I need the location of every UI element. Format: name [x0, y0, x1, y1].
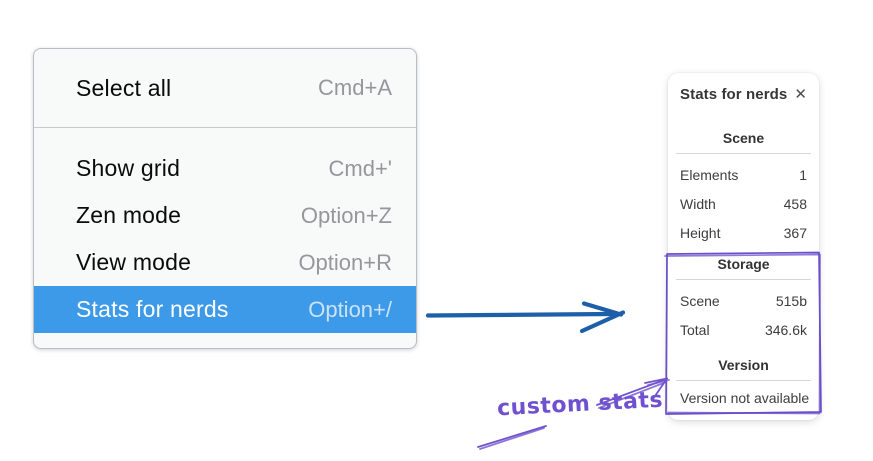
annotation-custom-stats-label: custom stats	[496, 387, 664, 422]
close-button[interactable]: ✕	[794, 87, 807, 102]
menu-item-shortcut: Cmd+A	[318, 75, 392, 100]
stat-label: Height	[680, 225, 721, 241]
stat-label: Total	[680, 322, 710, 338]
menu-item-show-grid[interactable]: Show grid Cmd+'	[34, 145, 416, 192]
stat-label: Width	[680, 196, 716, 212]
stats-panel: Stats for nerds ✕ Scene Elements 1 Width…	[668, 73, 819, 420]
stat-row-total-size: Total 346.6k	[680, 322, 807, 338]
menu-item-label: View mode	[76, 249, 192, 275]
menu-item-label: Show grid	[76, 155, 181, 181]
close-icon: ✕	[794, 85, 807, 103]
menu-item-label: Select all	[76, 74, 172, 101]
menu-item-shortcut: Option+/	[308, 296, 392, 322]
section-header-scene: Scene	[722, 130, 765, 146]
stat-row-height: Height 367	[680, 225, 807, 241]
context-menu: Select all Cmd+A Show grid Cmd+' Zen mod…	[33, 48, 417, 349]
flow-arrow	[425, 301, 626, 334]
stat-value: 346.6k	[764, 322, 807, 338]
stat-label: Scene	[680, 293, 720, 309]
menu-item-shortcut: Cmd+'	[328, 155, 393, 181]
menu-item-view-mode[interactable]: View mode Option+R	[34, 239, 416, 286]
stat-row-scene-size: Scene 515b	[680, 293, 807, 309]
menu-item-shortcut: Option+Z	[300, 202, 392, 228]
stat-value: 515b	[775, 293, 807, 309]
section-header-storage: Storage	[717, 256, 770, 272]
section-divider	[676, 279, 811, 280]
menu-item-shortcut: Option+R	[298, 249, 392, 275]
stat-label: Elements	[680, 167, 739, 183]
version-status-text: Version not available	[680, 390, 810, 406]
menu-item-label: Stats for nerds	[76, 296, 229, 322]
menu-group: Show grid Cmd+' Zen mode Option+Z View m…	[34, 128, 416, 348]
menu-item-label: Zen mode	[76, 202, 182, 228]
menu-item-zen-mode[interactable]: Zen mode Option+Z	[34, 192, 416, 239]
menu-item-select-all[interactable]: Select all Cmd+A	[34, 49, 416, 127]
stats-panel-title: Stats for nerds	[680, 86, 788, 103]
menu-item-stats-for-nerds[interactable]: Stats for nerds Option+/	[34, 286, 416, 333]
stat-row-elements: Elements 1	[680, 167, 807, 183]
stat-value: 1	[799, 167, 807, 183]
section-header-version: Version	[718, 357, 769, 373]
menu-separator	[34, 127, 416, 128]
section-divider	[676, 380, 811, 381]
stat-row-width: Width 458	[680, 196, 807, 212]
stats-panel-titlebar: Stats for nerds ✕	[680, 86, 807, 103]
stat-value: 458	[783, 196, 807, 212]
stat-value: 367	[783, 225, 807, 241]
section-divider	[676, 153, 811, 154]
